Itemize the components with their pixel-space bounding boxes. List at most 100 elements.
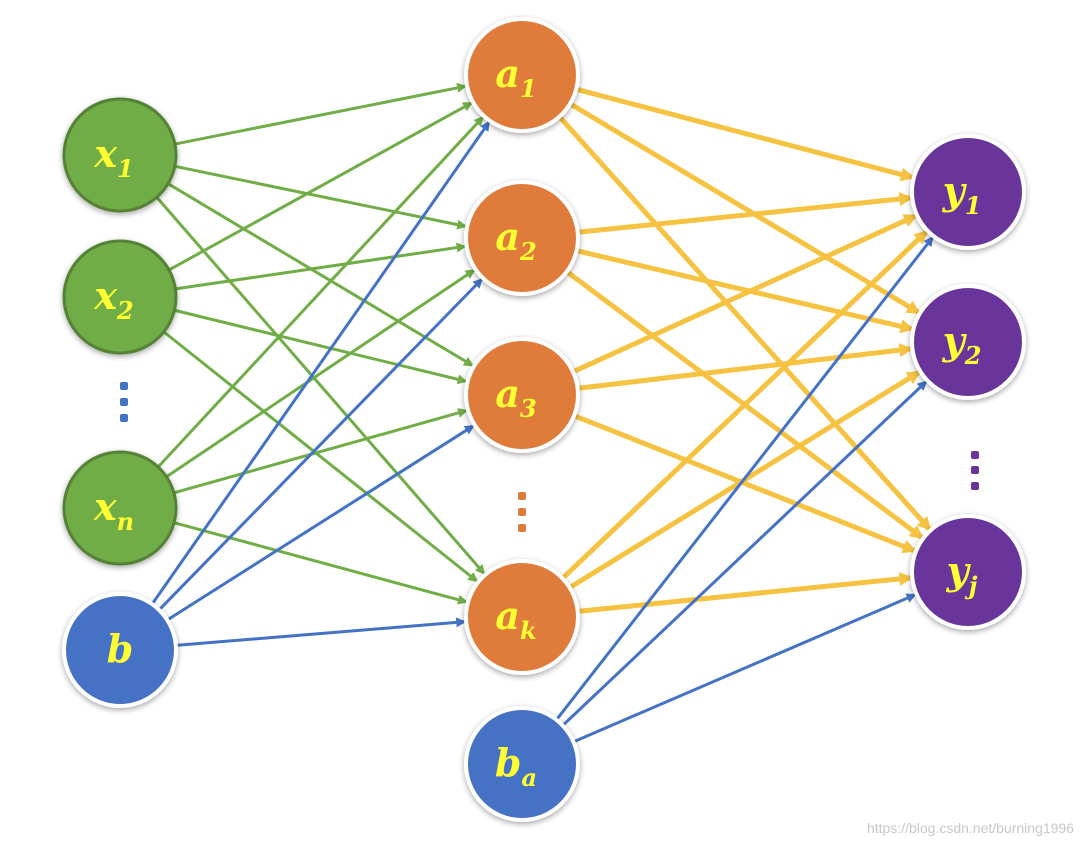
edge-xn-a3 [173,408,469,495]
node-label-sub-yj: j [965,571,978,600]
edge-b-a3 [166,424,475,622]
hidden-ellipsis-dot-3 [518,524,526,532]
edge-x1-a3 [167,182,474,367]
edge-a1-y2 [568,101,921,315]
edge-x2-ak [162,330,479,583]
edge-x1-a2 [174,164,468,230]
edge-b-a1 [150,120,490,605]
edge-a2-y2 [575,248,915,334]
edge-x2-a1 [168,101,473,272]
input-ellipsis-dot-2 [120,398,128,406]
node-circle-y1 [910,134,1026,250]
edge-x1-ak [155,196,486,575]
node-circle-ak [464,559,580,675]
edge-a1-y1 [575,86,915,182]
node-label-main-xn: x [93,484,118,529]
node-circle-y2 [910,284,1026,400]
node-label-y1: y1 [942,168,982,220]
node-label-main-a1: a [495,51,520,96]
edge-ba-y1 [555,236,934,721]
node-label-x2: x2 [93,273,133,325]
edge-x1-a1 [174,82,468,146]
edge-xn-ak [173,521,468,605]
node-b: b [62,592,178,708]
node-x1: x1 [62,97,178,213]
edge-ak-y1 [560,229,929,581]
edge-x2-a3 [174,308,468,385]
node-label-xn: xn [93,484,134,536]
node-yj: yj [910,514,1026,630]
node-label-main-ak: a [495,593,520,638]
node-label-main-a2: a [495,214,520,259]
node-label-sub-y1: 1 [965,191,982,220]
output-ellipsis-dot-2 [971,466,979,474]
node-circle-xn [62,450,178,566]
node-label-ba: ba [495,740,537,792]
node-label-sub-x2: 2 [116,296,134,325]
edge-a3-yj [573,413,917,554]
edge-ba-yj [572,593,917,744]
node-x2: x2 [62,239,178,355]
node-ak: ak [464,559,580,675]
node-label-a3: a3 [495,371,536,423]
node-circle-a3 [464,337,580,453]
node-label-a2: a2 [495,214,536,266]
hidden-ellipsis-dot-1 [518,492,526,500]
watermark: https://blog.csdn.net/burning1996 [866,820,1074,836]
node-label-sub-a1: 1 [520,74,537,103]
hidden-ellipsis-dot-2 [518,508,526,516]
node-label-main-y2: y [942,318,968,363]
node-circle-ba [464,706,580,822]
edge-a1-yj [557,115,932,532]
edge-b-ak [175,617,467,647]
node-label-main-x2: x [93,273,118,318]
node-xn: xn [62,450,178,566]
edge-xn-a1 [157,116,484,468]
node-label-main-a3: a [495,371,520,416]
node-circle-x2 [62,239,178,355]
edge-a2-y1 [577,192,914,235]
node-label-x1: x1 [93,131,133,183]
node-label-sub-xn: n [117,507,134,536]
node-circle-b [62,592,178,708]
node-label-y2: y2 [942,318,982,370]
edge-x2-a2 [175,242,467,291]
node-label-sub-y2: 2 [964,341,982,370]
edge-xn-a2 [165,269,476,479]
node-label-ak: ak [495,593,536,645]
node-label-sub-ba: a [522,763,538,792]
node-label-main-b: b [107,626,134,671]
input-ellipsis-dot-3 [120,414,128,422]
node-label-sub-ak: k [520,616,537,645]
node-label-yj: yj [946,548,978,600]
node-label-main-ba: b [495,740,522,785]
output-ellipsis-dot-1 [971,451,979,459]
input-ellipsis-dot-1 [120,382,128,390]
node-circle-yj [910,514,1026,630]
edge-ba-y2 [561,380,928,727]
node-a2: a2 [464,180,580,296]
node-circle-a1 [464,17,580,133]
node-y1: y1 [910,134,1026,250]
output-ellipsis-dot-3 [971,482,979,490]
ellipsis-dots [120,382,979,532]
node-circle-a2 [464,180,580,296]
node-label-a1: a1 [495,51,536,103]
node-circle-x1 [62,97,178,213]
node-y2: y2 [910,284,1026,400]
edge-a3-y1 [571,213,918,375]
node-ba: ba [464,706,580,822]
node-a1: a1 [464,17,580,133]
edge-b-a2 [158,278,483,611]
node-label-main-yj: y [946,548,972,593]
node-label-main-y1: y [942,168,968,213]
node-label-main-x1: x [93,131,118,176]
edge-a3-y2 [577,343,914,391]
node-label-sub-a2: 2 [519,237,537,266]
node-label-sub-x1: 1 [117,154,134,183]
edge-ak-yj [577,571,914,614]
node-a3: a3 [464,337,580,453]
node-label-sub-a3: 3 [520,394,537,423]
